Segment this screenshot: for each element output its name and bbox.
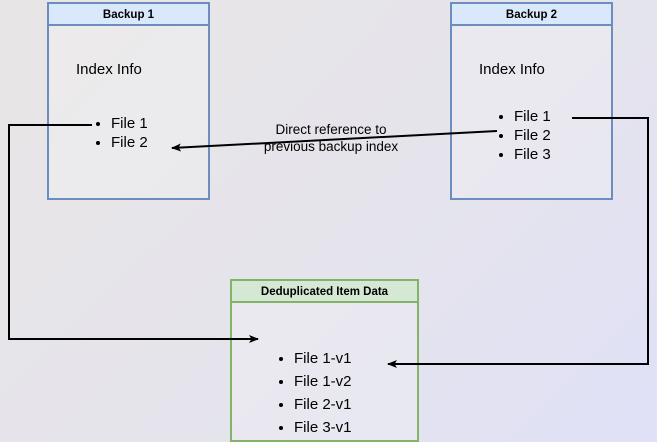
deduplicated-item-data-box: Deduplicated Item Data File 1-v1 File 1-… — [230, 279, 419, 442]
backup2-file-list: File 1 File 2 File 3 — [498, 107, 551, 164]
list-item: File 3 — [514, 145, 551, 164]
backup2-box: Backup 2 Index Info File 1 File 2 File 3 — [450, 2, 613, 200]
backup2-index-label: Index Info — [479, 61, 545, 78]
list-item: File 1 — [111, 114, 148, 133]
backup1-file-list: File 1 File 2 — [95, 114, 148, 152]
direct-reference-caption: Direct reference to previous backup inde… — [246, 121, 416, 155]
list-item: File 2 — [514, 126, 551, 145]
dedup-body: File 1-v1 File 1-v2 File 2-v1 File 3-v1 — [230, 303, 419, 442]
backup1-index-label: Index Info — [76, 61, 142, 78]
list-item: File 2-v1 — [294, 393, 352, 416]
dedup-header: Deduplicated Item Data — [230, 279, 419, 303]
caption-line-2: previous backup index — [263, 139, 399, 154]
backup2-body: Index Info File 1 File 2 File 3 — [450, 26, 613, 200]
dedup-file-list: File 1-v1 File 1-v2 File 2-v1 File 3-v1 — [278, 347, 352, 439]
caption-line-1: Direct reference to — [275, 122, 387, 137]
backup1-box: Backup 1 Index Info File 1 File 2 — [47, 2, 210, 200]
list-item: File 1-v2 — [294, 370, 352, 393]
backup1-header: Backup 1 — [47, 2, 210, 26]
backup2-header: Backup 2 — [450, 2, 613, 26]
list-item: File 3-v1 — [294, 416, 352, 439]
backup1-body: Index Info File 1 File 2 — [47, 26, 210, 200]
list-item: File 1 — [514, 107, 551, 126]
list-item: File 2 — [111, 133, 148, 152]
list-item: File 1-v1 — [294, 347, 352, 370]
